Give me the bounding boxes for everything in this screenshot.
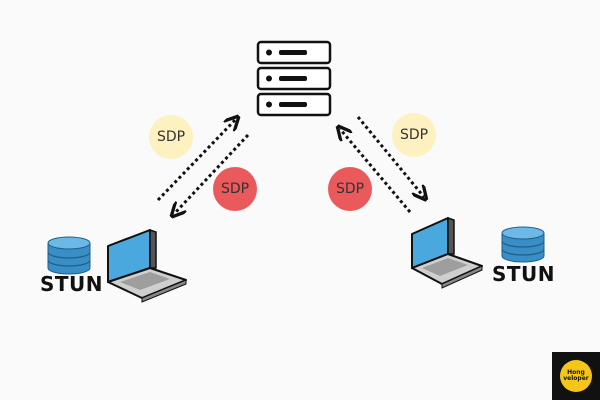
right-arrows xyxy=(340,116,424,213)
logo-text-line2: veloper xyxy=(563,375,589,382)
left-sdp-offer-badge: SDP xyxy=(149,115,193,159)
left-sdp-answer-badge: SDP xyxy=(213,167,257,211)
right-arrow-down-icon xyxy=(356,116,424,197)
logo-text-line1: Hong xyxy=(567,368,585,376)
right-stun-label: STUN xyxy=(492,262,556,286)
brand-logo: Hong veloper xyxy=(552,352,600,400)
right-sdp-answer-badge: SDP xyxy=(392,113,436,157)
left-arrows xyxy=(156,119,250,214)
right-arrow-up-icon xyxy=(340,129,412,213)
left-arrow-down-icon xyxy=(174,133,250,214)
left-arrow-up-icon xyxy=(156,119,236,202)
right-sdp-offer-badge: SDP xyxy=(328,167,372,211)
left-stun-label: STUN xyxy=(40,272,104,296)
logo-badge: Hong veloper xyxy=(560,360,592,392)
